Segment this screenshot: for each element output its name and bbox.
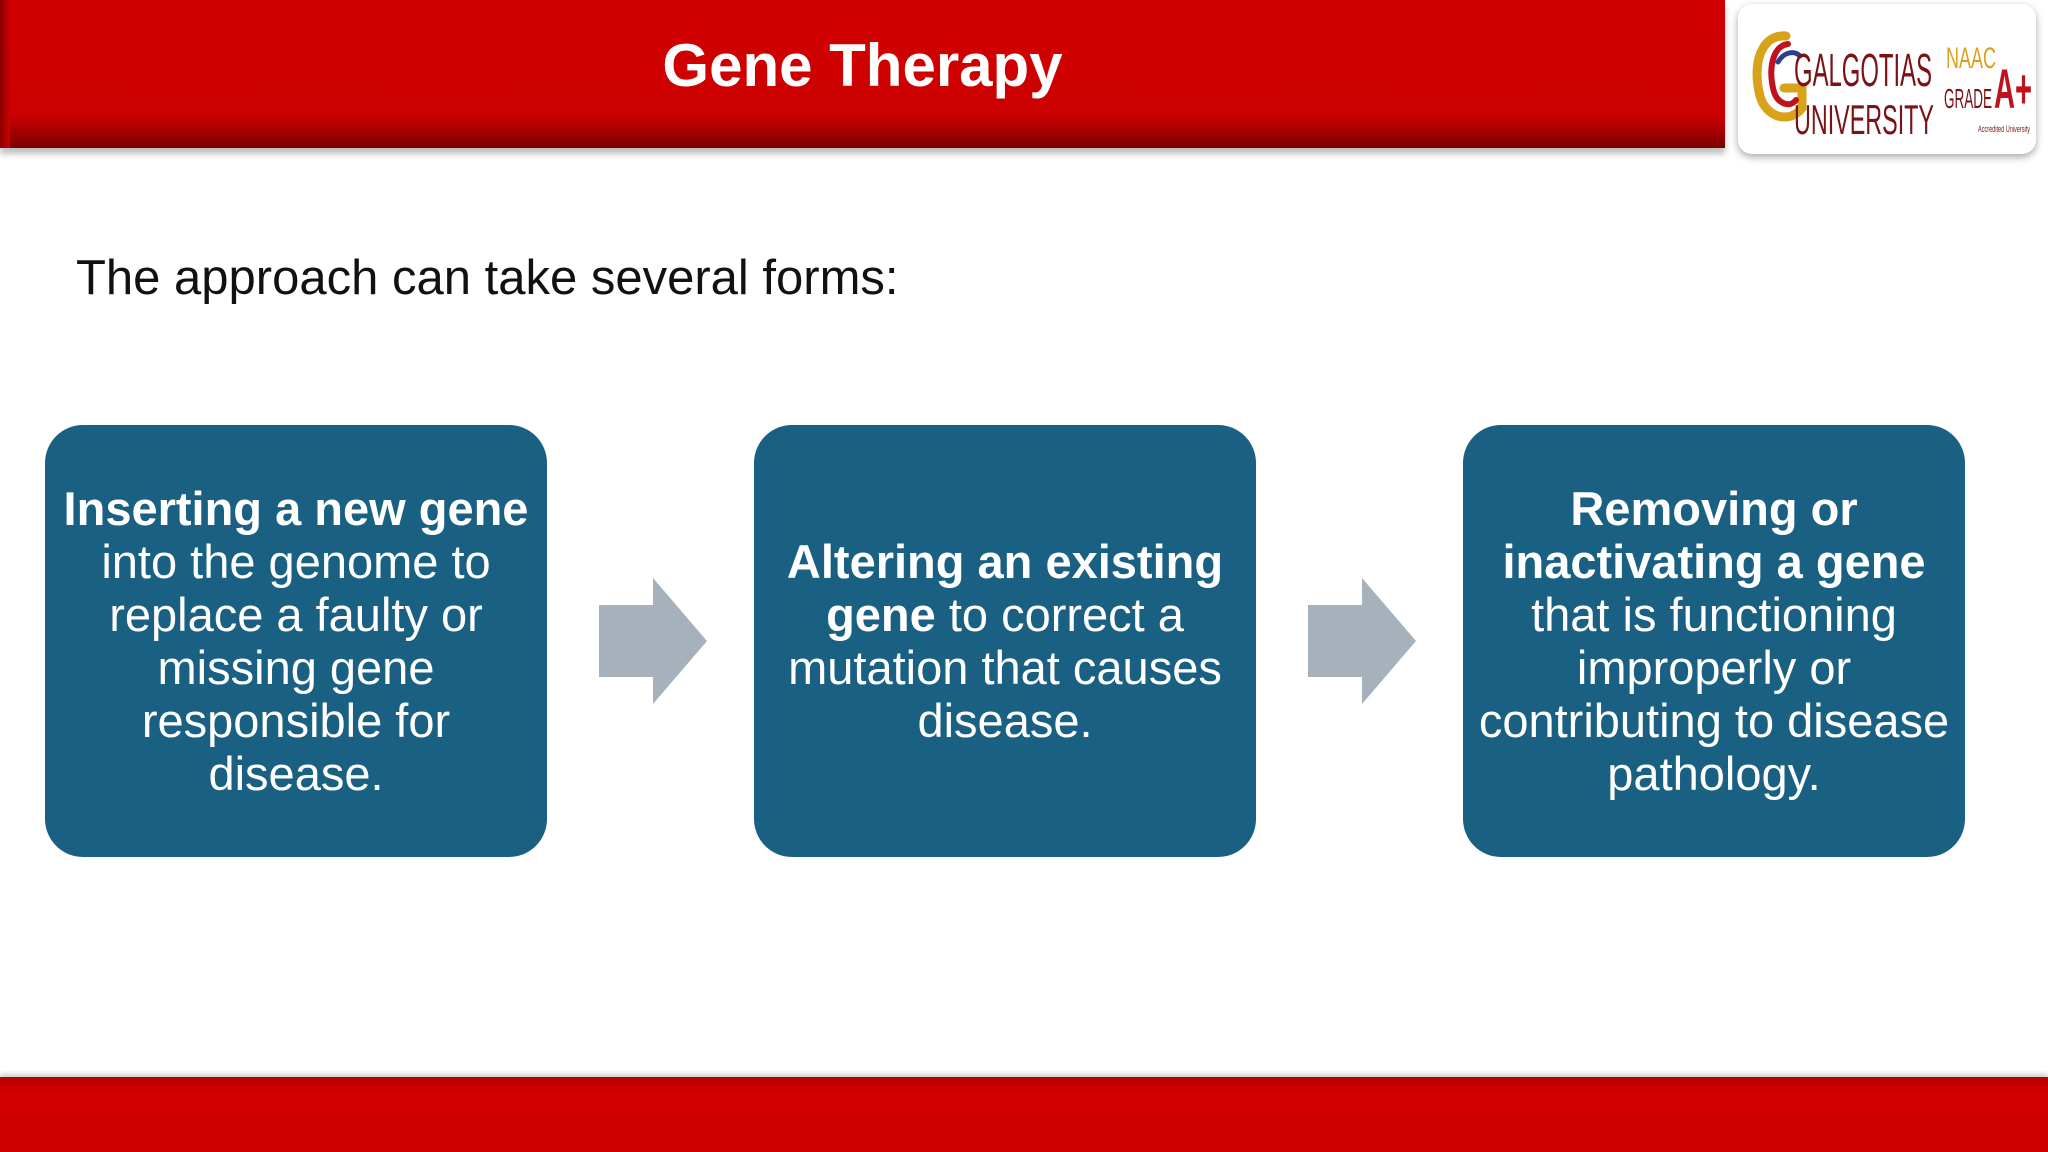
step-rest-text: into the genome to replace a faulty or m… (101, 535, 491, 800)
step-bold-text: Inserting a new gene (63, 482, 529, 535)
slide-title: Gene Therapy (662, 32, 1063, 99)
grade-label: GRADE (1944, 83, 1992, 114)
intro-text: The approach can take several forms: (76, 251, 899, 305)
logo-line2: UNIVERSITY (1794, 96, 1934, 143)
step-text: Inserting a new gene into the genome to … (59, 482, 533, 800)
step-rest-text: to correct a mutation that causes diseas… (788, 588, 1222, 747)
header-bar: Gene Therapy (0, 0, 1725, 148)
grade-rating: A+ (1994, 57, 2032, 120)
step-bold-text: Removing or inactivating a gene (1502, 482, 1926, 588)
accredited-caption: Accredited University (1978, 124, 2030, 134)
step-rest-text: that is functioning improperly or contri… (1478, 588, 1950, 800)
footer-bar (0, 1077, 2048, 1152)
logo-line1: GALGOTIAS (1794, 44, 1932, 96)
naac-label: NAAC (1946, 42, 1996, 75)
university-logo: GALGOTIAS UNIVERSITY NAAC GRADE A+ Accre… (1738, 4, 2036, 154)
step-box-insert-gene: Inserting a new gene into the genome to … (45, 425, 547, 857)
right-arrow-icon (1308, 578, 1416, 704)
right-arrow-icon (599, 578, 707, 704)
header-left-shade (0, 0, 10, 148)
step-box-remove-gene: Removing or inactivating a gene that is … (1463, 425, 1965, 857)
step-bold-text: Altering an existing gene (786, 535, 1224, 641)
step-text: Removing or inactivating a gene that is … (1477, 482, 1951, 800)
step-text: Altering an existing gene to correct a m… (768, 535, 1242, 747)
step-box-alter-gene: Altering an existing gene to correct a m… (754, 425, 1256, 857)
